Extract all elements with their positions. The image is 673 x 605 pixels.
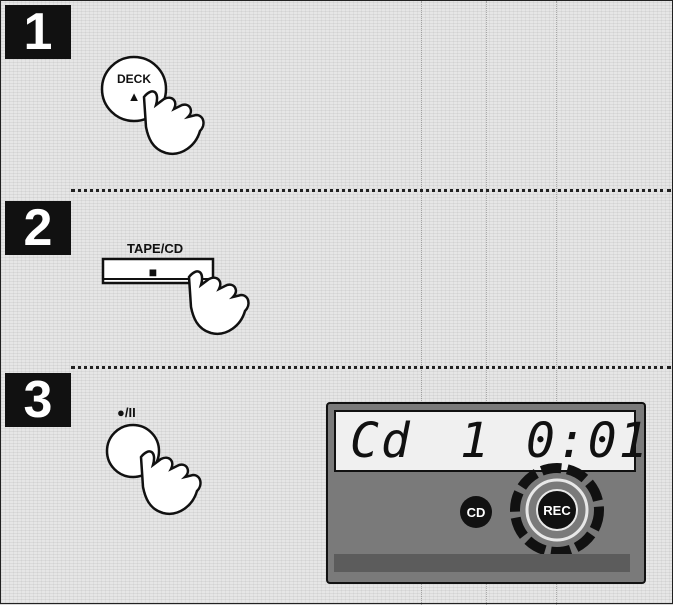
grid-line bbox=[556, 1, 557, 605]
deck-button-label: DECK bbox=[117, 72, 151, 86]
lcd-time-text: 0:01 bbox=[526, 413, 650, 469]
deck-button-illustration: DECK ▲ bbox=[100, 55, 205, 156]
cd-indicator bbox=[460, 496, 492, 528]
rec-progress-ring bbox=[510, 463, 604, 557]
step-divider bbox=[71, 366, 671, 369]
record-pause-button-label: ●/II bbox=[117, 405, 136, 420]
lcd-status-strip bbox=[334, 554, 630, 572]
step-2-badge: 2 bbox=[5, 201, 71, 255]
tape-cd-button-illustration: ■ bbox=[101, 257, 250, 336]
rec-ring-inner bbox=[525, 478, 589, 542]
rec-indicator bbox=[536, 489, 578, 531]
lcd-indicators: CD REC bbox=[334, 463, 630, 572]
lcd-display: Cd 1 0:01 CD REC bbox=[326, 402, 648, 584]
eject-icon: ▲ bbox=[128, 89, 141, 104]
lcd-screen: Cd 1 0:01 bbox=[334, 410, 648, 472]
cd-indicator-label: CD bbox=[467, 505, 486, 520]
pointing-hand-icon bbox=[139, 450, 202, 516]
step-1-badge: 1 bbox=[5, 5, 71, 59]
grid-line bbox=[421, 1, 422, 605]
rec-indicator-label: REC bbox=[543, 503, 571, 518]
tape-cd-button-label: TAPE/CD bbox=[127, 241, 184, 256]
stop-icon: ■ bbox=[149, 264, 157, 280]
lcd-source-text: Cd bbox=[350, 413, 412, 469]
step-divider bbox=[71, 189, 671, 192]
lcd-track-text: 1 bbox=[460, 413, 491, 469]
pointing-hand-icon bbox=[142, 90, 205, 156]
pointing-hand-icon bbox=[187, 270, 250, 336]
record-pause-button-illustration bbox=[105, 423, 202, 516]
step-3-badge: 3 bbox=[5, 373, 71, 427]
grid-line bbox=[486, 1, 487, 605]
